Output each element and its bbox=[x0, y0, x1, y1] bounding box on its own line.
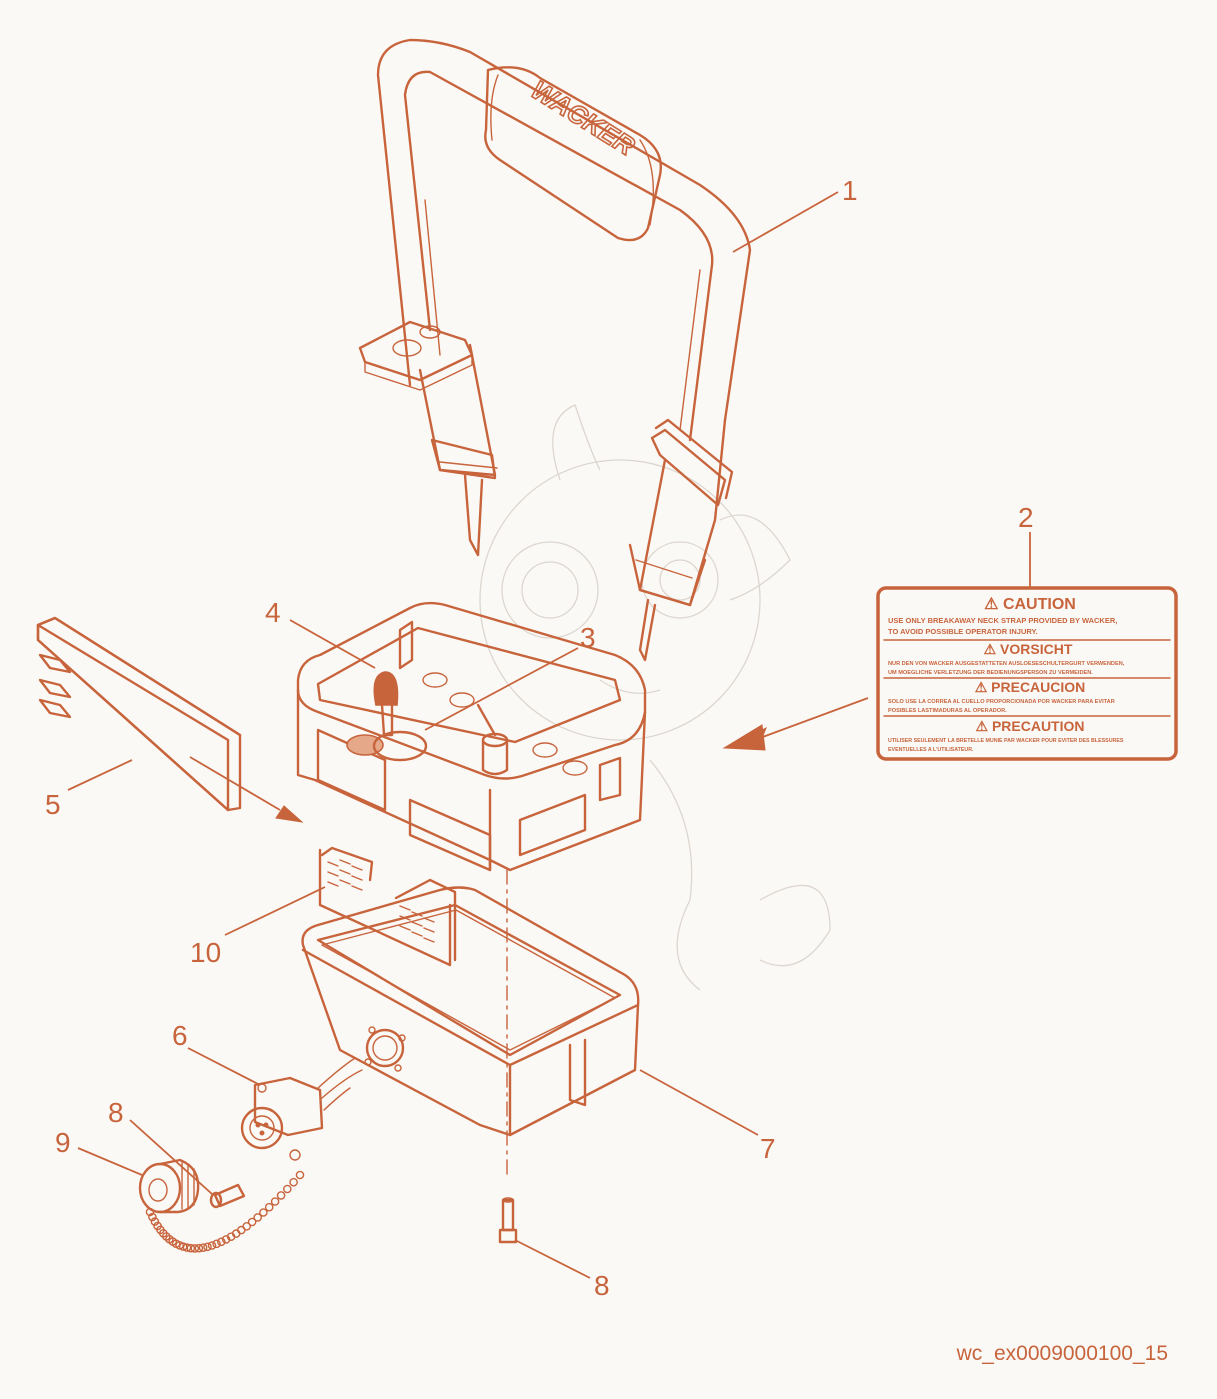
chain-bead bbox=[190, 1244, 200, 1253]
warning-label-part-2: ⚠ CAUTION USE ONLY BREAKAWAY NECK STRAP … bbox=[722, 586, 1178, 761]
callout-8-lower: 8 bbox=[594, 1270, 610, 1301]
upper-housing bbox=[296, 601, 647, 1181]
label-heading-caution: ⚠ CAUTION bbox=[984, 596, 1076, 613]
lower-box-part-7 bbox=[301, 886, 640, 1137]
label-text-es-1: SOLO USE LA CORREA AL CUELLO PROPORCIONA… bbox=[888, 699, 1115, 705]
callout-6: 6 bbox=[172, 1020, 188, 1051]
label-text-de-2: UM MOEGLICHE VERLETZUNG DER BEDIENUNGSPE… bbox=[888, 670, 1093, 676]
drawing-reference-code: wc_ex0009000100_15 bbox=[956, 1342, 1168, 1365]
screw-part-8-small bbox=[209, 1183, 246, 1209]
callout-9: 9 bbox=[55, 1127, 71, 1158]
chain-bead bbox=[198, 1243, 208, 1252]
background-watermark bbox=[479, 404, 831, 991]
neck-strap-part-1: WACKER bbox=[358, 38, 752, 662]
label-heading-vorsicht: ⚠ VORSICHT bbox=[984, 641, 1073, 657]
cover-plate-part-5 bbox=[36, 616, 304, 823]
label-text-en-1: USE ONLY BREAKAWAY NECK STRAP PROVIDED B… bbox=[888, 616, 1117, 625]
callout-8-upper: 8 bbox=[108, 1097, 124, 1128]
chain-bead bbox=[212, 1239, 221, 1249]
chain-bead bbox=[247, 1217, 257, 1227]
chain-bead bbox=[242, 1222, 251, 1231]
callout-2: 2 bbox=[1018, 502, 1034, 533]
chain-bead bbox=[270, 1197, 280, 1206]
label-heading-precaution: ⚠ PRECAUTION bbox=[976, 718, 1085, 734]
chain-bead bbox=[282, 1184, 292, 1194]
chain-bead bbox=[253, 1213, 263, 1222]
callout-7: 7 bbox=[760, 1133, 776, 1164]
chain-bead bbox=[186, 1243, 196, 1253]
screw-part-8-bottom bbox=[498, 1197, 518, 1244]
callout-numbers: 1 2 3 4 5 6 7 8 8 9 10 bbox=[45, 175, 1034, 1301]
chain-bead bbox=[289, 1177, 298, 1187]
leader-lines bbox=[67, 191, 1031, 1279]
chain-bead bbox=[178, 1242, 188, 1251]
connector-part-6 bbox=[240, 1057, 363, 1161]
chain-bead bbox=[276, 1191, 286, 1200]
label-text-de-1: NUR DEN VON WACKER AUSGESTATTETEN AUSLOE… bbox=[888, 661, 1125, 667]
chain-bead bbox=[148, 1212, 157, 1222]
strap-brand-text: WACKER bbox=[526, 74, 640, 161]
chain-bead bbox=[259, 1208, 268, 1217]
callout-1: 1 bbox=[842, 175, 858, 206]
chain-bead bbox=[194, 1243, 204, 1253]
chain-bead bbox=[145, 1207, 155, 1217]
label-text-fr-2: EVENTUELLES A L'UTILISATEUR. bbox=[888, 747, 974, 753]
label-text-fr-1: UTILISER SEULEMENT LA BRETELLE MUNIE PAR… bbox=[888, 738, 1124, 744]
chain-bead bbox=[216, 1237, 226, 1247]
chain-bead bbox=[264, 1202, 274, 1212]
callout-10: 10 bbox=[190, 937, 221, 968]
bead-chain bbox=[145, 1170, 305, 1253]
label-text-en-2: TO AVOID POSSIBLE OPERATOR INJURY. bbox=[888, 627, 1038, 636]
chain-bead bbox=[203, 1242, 212, 1252]
dust-cap-part-9 bbox=[138, 1158, 200, 1214]
chain-bead bbox=[295, 1170, 305, 1180]
chain-bead bbox=[150, 1217, 160, 1226]
callout-3: 3 bbox=[580, 622, 596, 653]
callout-5: 5 bbox=[45, 789, 61, 820]
callout-4: 4 bbox=[265, 597, 281, 628]
label-heading-precaucion: ⚠ PRECAUCION bbox=[975, 679, 1086, 695]
label-text-es-2: POSIBLES LASTIMADURAS AL OPERADOR. bbox=[888, 708, 1007, 714]
chain-bead bbox=[207, 1241, 217, 1250]
